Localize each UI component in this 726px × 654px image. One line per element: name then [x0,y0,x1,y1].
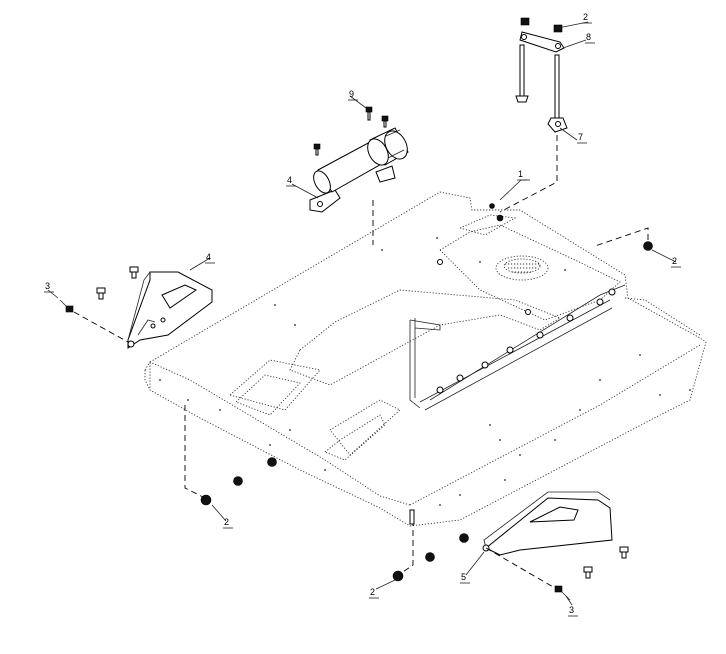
actuator-motor [309,106,409,245]
mower-deck [144,191,707,527]
callout-2-right: 2 [672,256,677,266]
rod-assembly [489,17,568,222]
bolt-3-left [59,299,129,343]
callout-2-left: 2 [224,517,229,527]
callout-labels: 1 2 8 7 9 4 4 3 2 2 2 5 3 [45,12,677,615]
callout-4-actuator: 4 [287,175,292,185]
bracket-bolt [96,266,139,300]
callout-2-bottom: 2 [370,587,375,597]
bolt-3-right [485,547,571,601]
callout-4-bracket: 4 [206,252,211,262]
callout-5: 5 [461,572,466,582]
deck-holes [159,237,691,506]
callout-7: 7 [578,132,583,142]
callout-underlines [44,22,681,617]
bracket-right [482,491,629,579]
callout-8: 8 [586,32,591,42]
bracket-left [96,266,213,349]
callout-3-left: 3 [45,281,50,291]
callout-9: 9 [349,89,354,99]
bracket-bolt [583,546,629,579]
callout-2-top: 2 [583,12,588,22]
callout-3-right: 3 [569,605,574,615]
callout-1: 1 [518,169,523,179]
actuator-screw [313,106,389,156]
linkage-hardware [436,259,616,394]
nuts [184,227,653,582]
